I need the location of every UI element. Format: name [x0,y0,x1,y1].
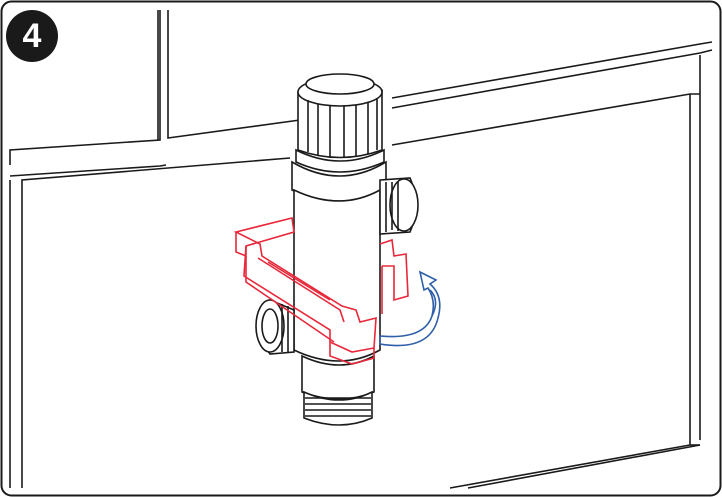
bottom-thread [303,390,373,426]
right-outlet [379,177,419,235]
mounting-clip [233,217,409,365]
top-cap [295,73,385,173]
left-inlet [255,298,295,355]
valve-body [293,188,381,362]
valve-assembly [255,73,419,426]
step-number: 4 [22,17,42,55]
step-number-badge: 4 [6,10,58,62]
rotation-arrow-icon [379,270,441,347]
lower-nut [301,354,375,400]
wall-tiles [9,10,713,489]
